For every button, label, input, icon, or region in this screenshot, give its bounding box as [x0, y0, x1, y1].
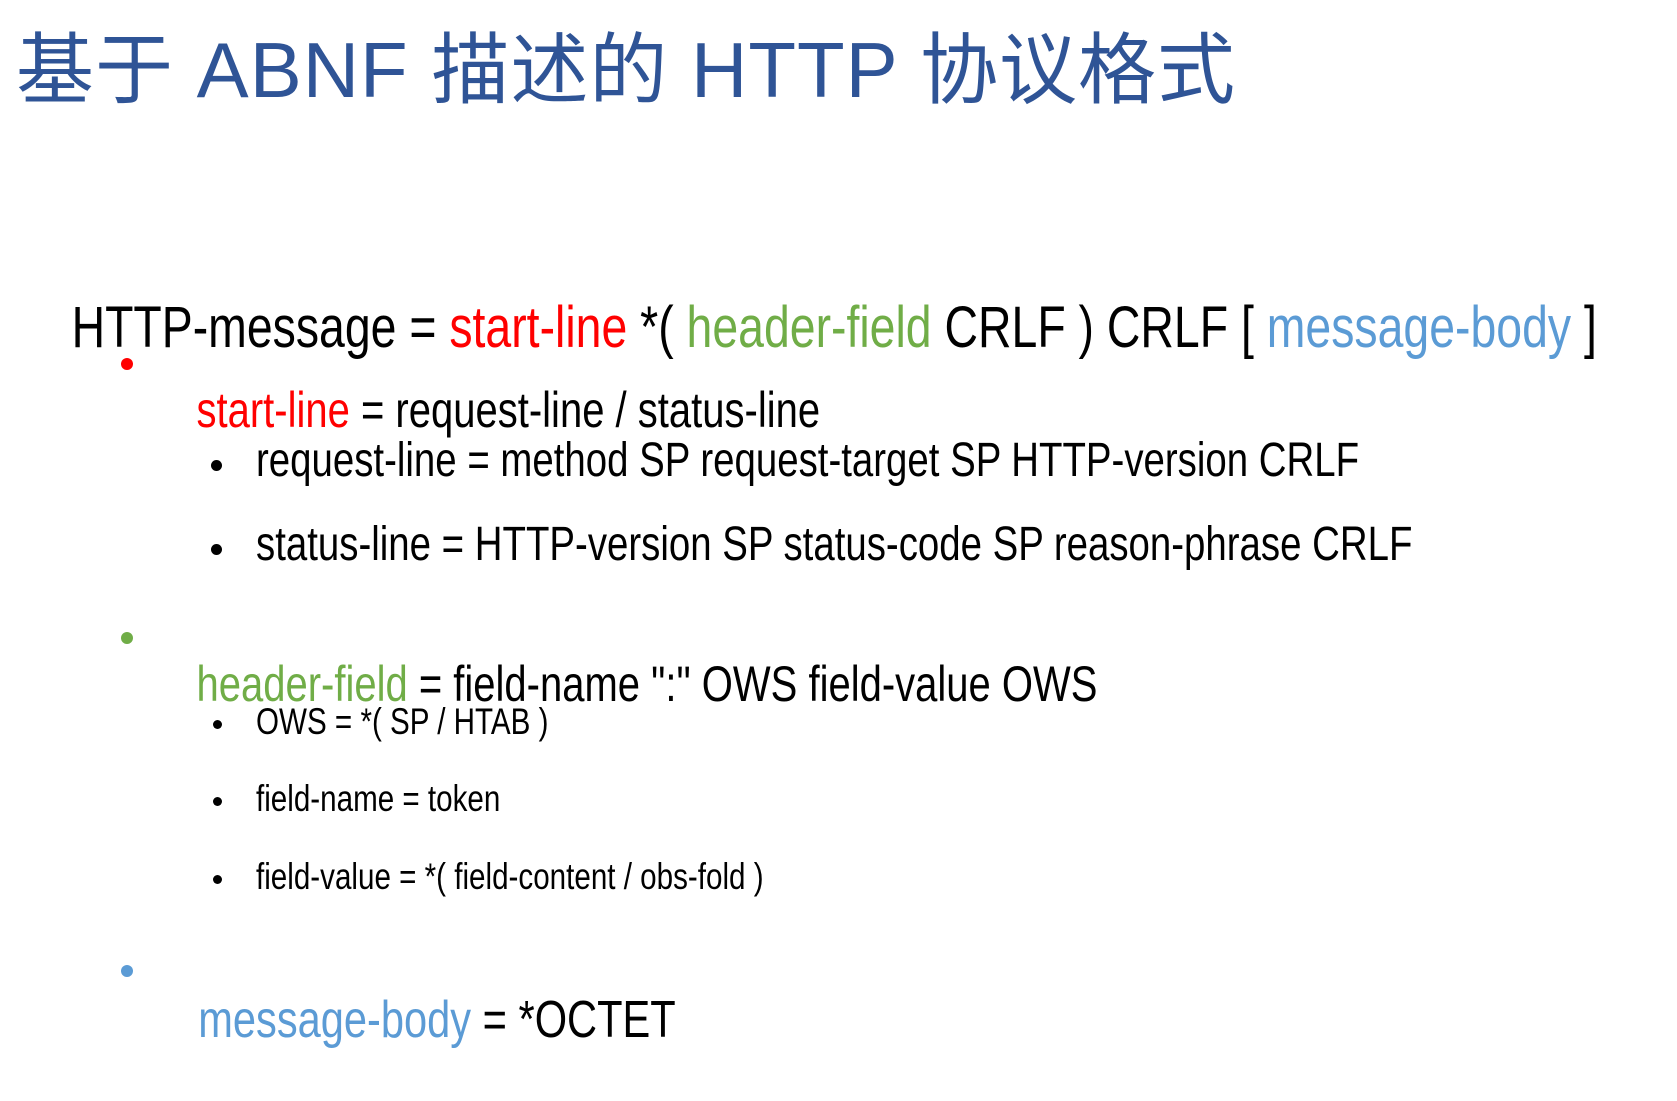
header-field-definition: = field-name ":" OWS field-value OWS [407, 656, 1098, 712]
message-body-rule-line: message-body = *OCTET [152, 942, 676, 1098]
field-name-rule-line: field-name = token [256, 778, 501, 819]
message-body-term: message-body [198, 991, 472, 1049]
slide-title: 基于 ABNF 描述的 HTTP 协议格式 [16, 26, 1236, 114]
http-message-rule-line: HTTP-message = start-line *( header-fiel… [20, 241, 1597, 415]
rule-text-mid1: *( [627, 295, 687, 360]
status-line-rule-line: status-line = HTTP-version SP status-cod… [256, 518, 1413, 571]
bullet-icon [211, 544, 222, 555]
bullet-icon [213, 720, 222, 729]
start-line-term: start-line [196, 382, 350, 438]
rule-text-mid2: CRLF ) CRLF [ [931, 295, 1267, 360]
message-body-definition: = *OCTET [471, 991, 676, 1049]
start-line-rule-line: start-line = request-line / status-line [152, 335, 820, 485]
message-body-token: message-body [1266, 295, 1572, 360]
bullet-icon [211, 460, 222, 471]
bullet-icon [213, 875, 222, 884]
start-line-definition: = request-line / status-line [349, 382, 821, 438]
ows-rule-line: OWS = *( SP / HTAB ) [256, 701, 549, 742]
rule-text-pre: HTTP-message = [71, 295, 450, 360]
bullet-icon [213, 797, 222, 806]
start-line-token: start-line [449, 295, 628, 360]
request-line-rule-line: request-line = method SP request-target … [256, 434, 1360, 487]
header-field-term: header-field [196, 656, 408, 712]
header-field-token: header-field [686, 295, 932, 360]
bullet-icon [121, 358, 133, 370]
field-value-rule-line: field-value = *( field-content / obs-fol… [256, 856, 764, 897]
slide-canvas: 基于 ABNF 描述的 HTTP 协议格式 HTTP-message = sta… [16, 26, 1597, 1046]
bullet-icon [121, 965, 133, 977]
bullet-icon [121, 632, 133, 644]
rule-text-post: ] [1571, 295, 1597, 360]
header-field-rule-line: header-field = field-name ":" OWS field-… [152, 609, 1097, 759]
